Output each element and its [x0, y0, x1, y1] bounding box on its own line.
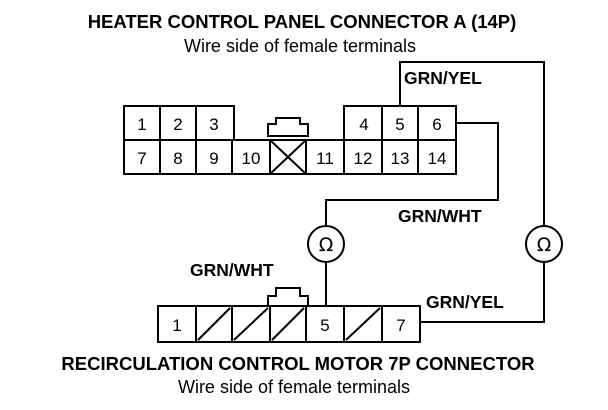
connector-a-latch: [267, 117, 309, 137]
empty-cavity-4: [271, 307, 305, 341]
pin-7: 7: [137, 149, 146, 168]
pin-9: 9: [209, 149, 218, 168]
pin-b-1: 1: [172, 316, 181, 335]
connector-b-body: [157, 305, 421, 343]
connector-a-subtitle: Wire side of female terminals: [184, 36, 416, 56]
ohm-symbol-right: Ω: [537, 234, 552, 256]
pin-13: 13: [391, 149, 410, 168]
pin-12: 12: [354, 149, 373, 168]
connector-b: 1 5 7: [157, 287, 421, 343]
wire-grn-yel-bottom: [420, 262, 545, 323]
pin-11: 11: [316, 149, 334, 168]
pin-8: 8: [173, 149, 182, 168]
wire-label-grn-wht-right: GRN/WHT: [398, 206, 482, 226]
empty-cavity-6: [345, 307, 381, 341]
pin-4: 4: [359, 115, 368, 134]
pin-b-5: 5: [320, 316, 329, 335]
pin-10: 10: [242, 149, 261, 168]
pin-6: 6: [432, 115, 441, 134]
wire-label-grn-yel-bottom: GRN/YEL: [426, 292, 504, 312]
wire-label-grn-yel-top: GRN/YEL: [404, 68, 482, 88]
connector-b-latch: [267, 287, 309, 306]
empty-cavity-3: [233, 307, 269, 341]
pin-1: 1: [137, 115, 146, 134]
connector-a-title: HEATER CONTROL PANEL CONNECTOR A (14P): [88, 11, 517, 32]
wire-grn-wht: [325, 122, 499, 226]
connector-b-subtitle: Wire side of female terminals: [178, 377, 410, 397]
connector-b-title: RECIRCULATION CONTROL MOTOR 7P CONNECTOR: [61, 353, 534, 374]
pin-14: 14: [428, 149, 447, 168]
pin-b-7: 7: [396, 316, 405, 335]
pin-5: 5: [395, 115, 404, 134]
wire-grn-yel-top: [399, 61, 545, 226]
wire-label-grn-wht-left: GRN/WHT: [190, 260, 274, 280]
pin-3: 3: [209, 115, 218, 134]
connector-a: 1 2 3 4 5 6 7 8 9 10 11 12 13 14: [123, 105, 457, 175]
empty-cavity-2: [197, 307, 231, 341]
ohm-symbol-left: Ω: [319, 234, 334, 256]
pin-2: 2: [173, 115, 182, 134]
